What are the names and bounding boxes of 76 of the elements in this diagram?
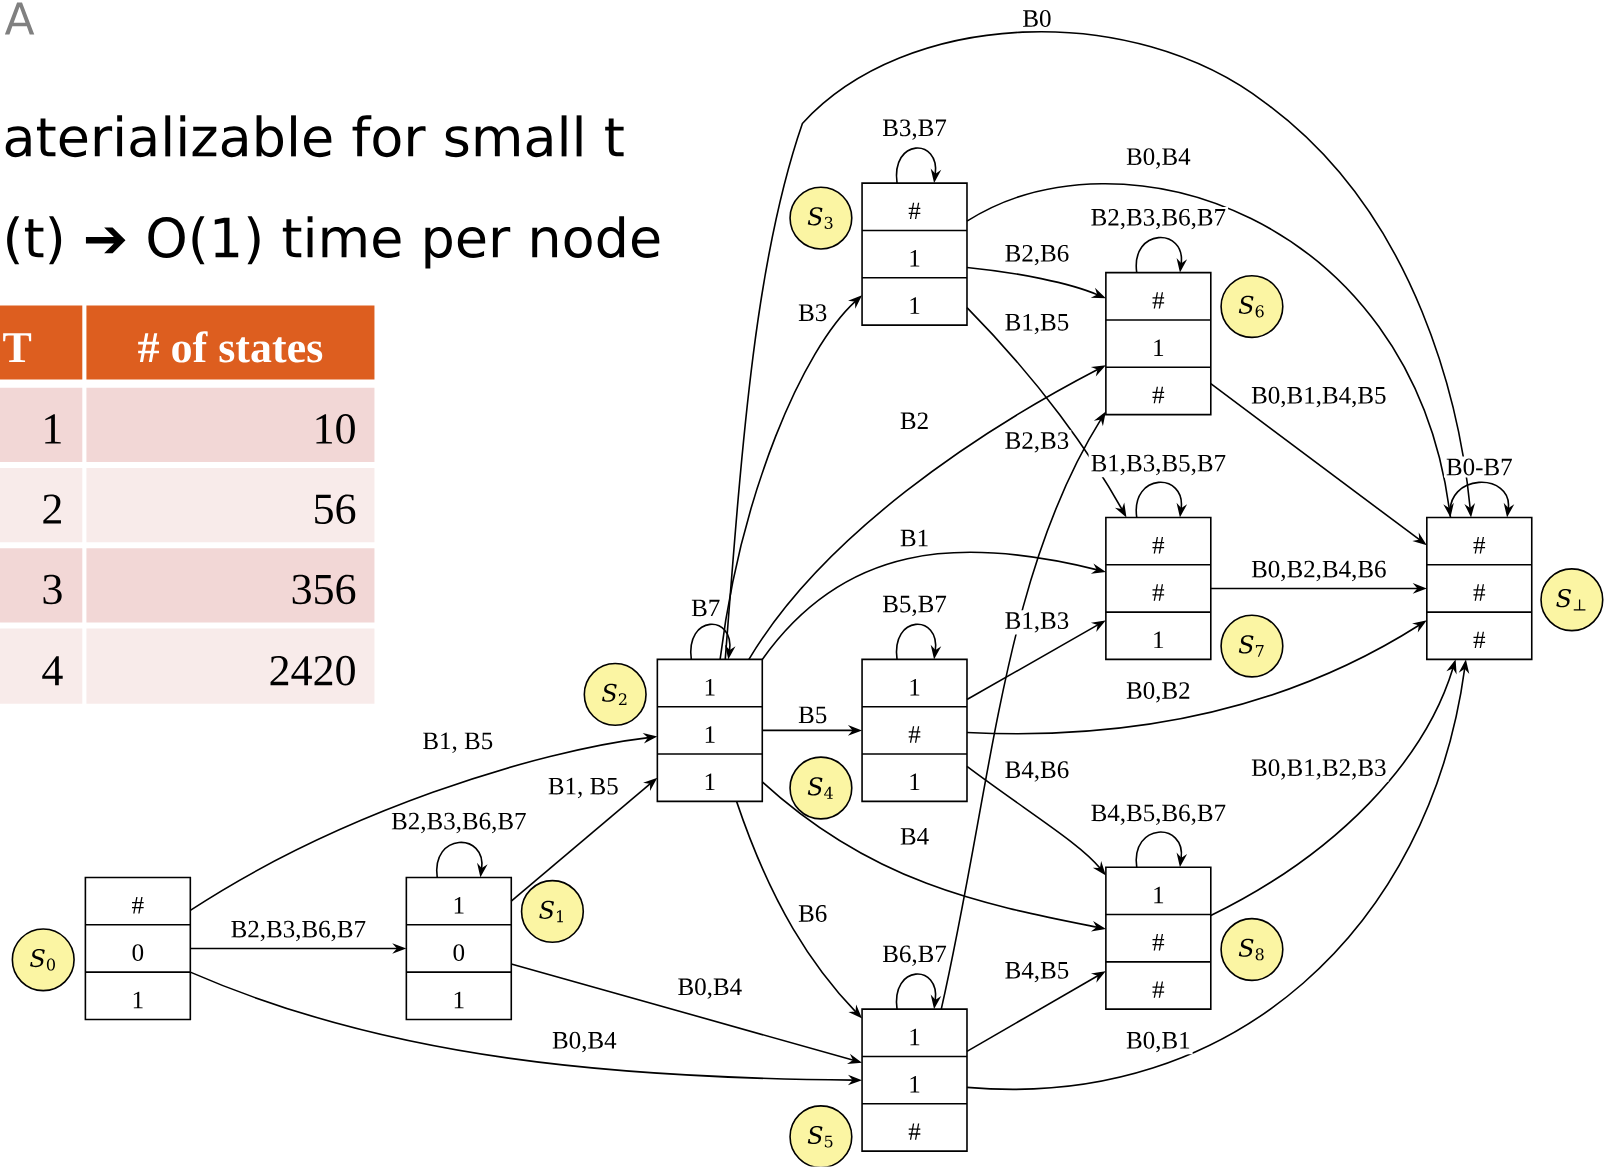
- table-cell: 2420: [86, 628, 375, 704]
- state-badge: S$_{3}$: [789, 186, 853, 250]
- state-badge: S$_{1}$: [520, 880, 585, 944]
- edge-label: B2,B6: [1002, 243, 1072, 268]
- edge-label: B2,B3,B6,B7: [389, 811, 529, 836]
- state-box: # # 1: [1105, 516, 1212, 661]
- edge-label: B6,B7: [880, 943, 949, 969]
- edge-label: B0,B4: [1124, 146, 1193, 171]
- state-box: # 0 1: [84, 876, 192, 1021]
- state-box: 1 0 1: [405, 876, 513, 1021]
- state-badge: S$_{5}$: [789, 1105, 853, 1167]
- edge-label: B1,B3,B5,B7: [1088, 453, 1229, 478]
- table-header-cell: T: [0, 305, 83, 380]
- edge-label: B6: [796, 903, 830, 925]
- arrow: [1135, 237, 1188, 274]
- table-cell: 3: [0, 548, 83, 623]
- edge-label: B5: [796, 704, 830, 726]
- state-badge: S$_{8}$: [1220, 918, 1284, 982]
- table-cell: 356: [86, 548, 375, 623]
- table-cell: 56: [86, 468, 375, 543]
- edge-label: B3: [796, 302, 830, 324]
- arrow: [1449, 481, 1515, 519]
- table-cell: 10: [86, 388, 375, 463]
- edge-label: B0,B1,B4,B5: [1249, 385, 1389, 410]
- edge-label: B4: [897, 826, 932, 847]
- table-cell: 2: [0, 468, 83, 543]
- edge-label: B2,B3,B6,B7: [1088, 207, 1229, 232]
- table-header-cell: # of states: [86, 305, 375, 380]
- state-badge: S$_{⊥}$: [1540, 568, 1604, 632]
- arrow: [895, 973, 942, 1011]
- state-box: # # #: [1426, 516, 1533, 661]
- edge-label: B1: [897, 527, 932, 549]
- edge-label: B1,B5: [1002, 312, 1072, 337]
- state-box: # 1 #: [1105, 272, 1212, 416]
- edge-label: B0,B2,B4,B6: [1249, 558, 1389, 584]
- arrow: [895, 623, 942, 661]
- table-cell: 4: [0, 628, 83, 704]
- arrow: [690, 623, 736, 661]
- arrow: [1135, 481, 1188, 519]
- heading-fragment: A: [4, 2, 35, 35]
- table-cell: 1: [0, 388, 83, 463]
- edge-label: B1, B5: [420, 730, 496, 756]
- edge-label: B4,B5,B6,B7: [1088, 802, 1229, 828]
- edge-label: B0-B7: [1443, 456, 1515, 478]
- edge-label: B0,B1,B2,B3: [1249, 757, 1389, 782]
- edge-label: B1,B3: [1002, 610, 1072, 635]
- arrow: [895, 147, 942, 185]
- state-box: 1 1 1: [656, 658, 764, 803]
- edge-label: B2: [897, 410, 932, 432]
- bullet-text: (t) ➔ O(1) time per node: [7, 216, 660, 269]
- edge-label: B0: [1020, 8, 1054, 30]
- edge-label: B5,B7: [880, 594, 949, 619]
- edge-label: B7: [689, 597, 723, 619]
- edge-label: B0,B2: [1124, 680, 1193, 705]
- state-box: 1 1 #: [861, 1008, 968, 1153]
- arrow: [724, 31, 1475, 661]
- edge-label: B0,B4: [550, 1030, 619, 1055]
- state-badge: S$_{6}$: [1220, 275, 1284, 339]
- edge-label: B4,B5: [1002, 960, 1072, 985]
- edge-label: B0,B4: [675, 976, 745, 1002]
- state-box: 1 # #: [1105, 866, 1212, 1011]
- bullet-text: aterializable for small t: [5, 115, 624, 158]
- edge-label: B2,B3: [1002, 430, 1072, 455]
- state-badge: S$_{4}$: [789, 756, 853, 820]
- arrow: [436, 841, 488, 879]
- state-box: # 1 1: [861, 182, 968, 327]
- edge-label: B3,B7: [880, 117, 949, 143]
- state-badge: S$_{0}$: [11, 928, 75, 992]
- arrow: [1135, 831, 1188, 869]
- state-badge: S$_{2}$: [583, 662, 647, 727]
- state-box: 1 # 1: [861, 658, 968, 803]
- state-badge: S$_{7}$: [1220, 614, 1284, 678]
- edge-label: B4,B6: [1002, 759, 1072, 784]
- edge-label: B2,B3,B6,B7: [228, 919, 369, 944]
- edge-label: B1, B5: [545, 776, 621, 801]
- edge-label: B0,B1: [1124, 1030, 1193, 1055]
